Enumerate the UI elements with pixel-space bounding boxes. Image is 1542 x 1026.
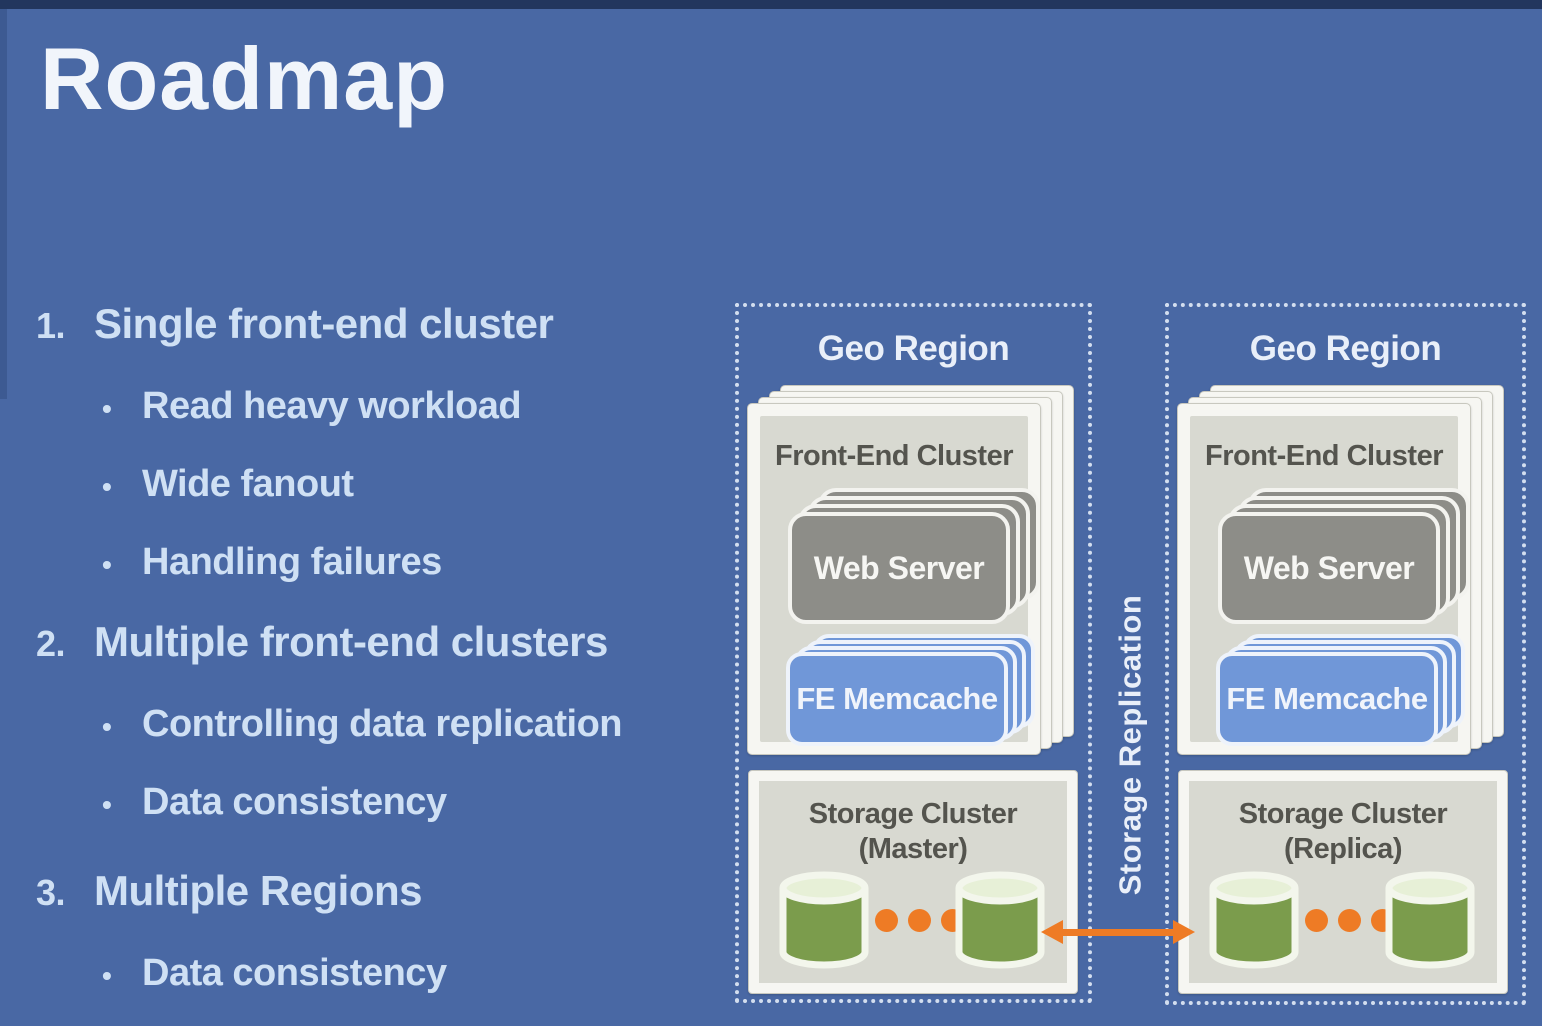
arrowhead-left-icon: [1041, 920, 1063, 944]
bullet-label: Handling failures: [142, 541, 442, 583]
front-end-cluster-panel: Front-End Cluster Web Server: [760, 416, 1040, 746]
storage-cluster-panel: Storage Cluster (Master): [759, 781, 1067, 983]
outline-item-1: 1. Single front-end cluster: [36, 298, 726, 352]
item-label: Single front-end cluster: [94, 300, 554, 347]
database-cylinder-icon: [1384, 871, 1476, 969]
web-server-label: Web Server: [813, 549, 985, 586]
ellipsis-dots-icon: [1305, 909, 1394, 932]
fe-memcache-block: FE Memcache: [1216, 652, 1438, 746]
bullet-label: Controlling data replication: [142, 703, 623, 745]
storage-replication-arrow-icon: [1041, 920, 1195, 944]
front-end-cluster-card: Front-End Cluster Web Server: [1177, 385, 1517, 757]
front-end-cluster-card: Front-End Cluster Web Server: [747, 385, 1087, 757]
stack-sheet-front: Front-End Cluster Web Server: [1177, 403, 1471, 755]
outline-item-2-bullet-1: • Controlling data replication: [36, 700, 726, 751]
outline-item-1-bullet-3: • Handling failures: [36, 538, 726, 589]
top-border-strip: [0, 0, 1542, 9]
fe-memcache-stack: FE Memcache: [1216, 634, 1468, 760]
bullet-label: Data consistency: [142, 781, 447, 823]
outline-item-1-bullet-2: • Wide fanout: [36, 460, 726, 511]
database-cylinder-icon: [778, 871, 870, 969]
arrow-shaft: [1063, 928, 1173, 936]
stack-sheet-front: Front-End Cluster Web Server: [747, 403, 1041, 755]
storage-cluster-panel: Storage Cluster (Replica): [1189, 781, 1497, 983]
bullet-icon: •: [102, 711, 112, 742]
web-server-block: Web Server: [1218, 512, 1440, 624]
page-title: Roadmap: [40, 29, 448, 128]
outline-list: 1. Single front-end cluster • Read heavy…: [36, 298, 726, 1026]
storage-cluster-master-card: Storage Cluster (Master): [748, 770, 1078, 994]
geo-region-replica: Geo Region Front-End Cluster Web Server: [1165, 303, 1526, 1005]
web-server-block: Web Server: [788, 512, 1010, 624]
storage-cluster-label: Storage Cluster (Master): [808, 798, 1018, 866]
bullet-icon: •: [102, 960, 112, 991]
bullet-icon: •: [102, 549, 112, 580]
arrowhead-right-icon: [1173, 920, 1195, 944]
front-end-cluster-panel: Front-End Cluster Web Server: [1190, 416, 1470, 746]
fe-memcache-label: FE Memcache: [1226, 681, 1428, 716]
web-server-stack: Web Server: [1218, 488, 1470, 628]
ellipsis-dots-icon: [875, 909, 964, 932]
fe-memcache-label: FE Memcache: [796, 681, 998, 716]
left-border-strip: [0, 9, 7, 399]
item-label: Multiple Regions: [94, 867, 423, 914]
item-number: 1.: [36, 305, 66, 346]
bullet-label: Read heavy workload: [142, 385, 522, 427]
fe-memcache-block: FE Memcache: [786, 652, 1008, 746]
item-number: 3.: [36, 872, 66, 913]
database-cylinder-icon: [954, 871, 1046, 969]
outline-item-3: 3. Multiple Regions: [36, 865, 726, 919]
geo-region-label: Geo Region: [817, 329, 1010, 368]
fe-memcache-stack: FE Memcache: [786, 634, 1038, 760]
outline-item-2-bullet-2: • Data consistency: [36, 778, 726, 829]
storage-replication-label: Storage Replication: [1112, 594, 1148, 896]
front-end-cluster-label: Front-End Cluster: [1205, 440, 1444, 472]
bullet-label: Wide fanout: [142, 463, 354, 505]
bullet-icon: •: [102, 789, 112, 820]
outline-item-1-bullet-1: • Read heavy workload: [36, 382, 726, 433]
web-server-stack: Web Server: [788, 488, 1040, 628]
outline-item-3-bullet-1: • Data consistency: [36, 949, 726, 1000]
bullet-icon: •: [102, 393, 112, 424]
item-number: 2.: [36, 623, 66, 664]
storage-cluster-replica-card: Storage Cluster (Replica): [1178, 770, 1508, 994]
database-cylinder-icon: [1208, 871, 1300, 969]
bullet-label: Data consistency: [142, 952, 447, 994]
item-label: Multiple front-end clusters: [94, 618, 608, 665]
geo-region-label: Geo Region: [1249, 329, 1442, 368]
storage-cluster-label: Storage Cluster (Replica): [1238, 798, 1448, 866]
outline-item-2: 2. Multiple front-end clusters: [36, 616, 726, 670]
front-end-cluster-label: Front-End Cluster: [775, 440, 1014, 472]
web-server-label: Web Server: [1243, 549, 1415, 586]
bullet-icon: •: [102, 471, 112, 502]
geo-region-master: Geo Region Front-End Cluster Web Server: [735, 303, 1092, 1003]
